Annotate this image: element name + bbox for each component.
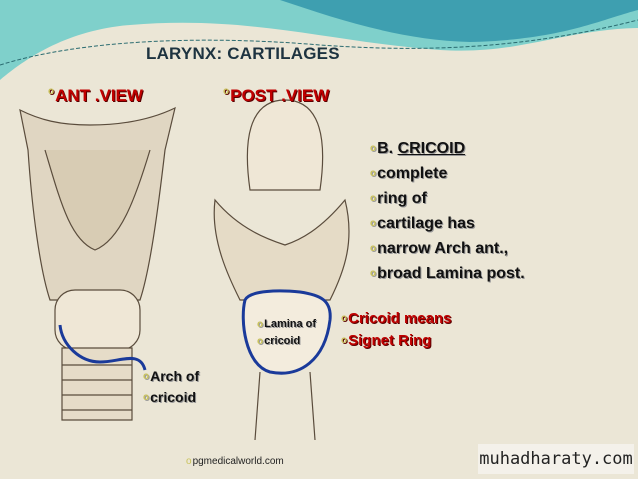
bullet-icon: o (370, 218, 377, 229)
cricoid-heading: oB. CRICOID (370, 136, 525, 161)
bullet-icon: o (370, 243, 377, 254)
list-item-text: ring of (377, 190, 427, 207)
bullet-icon: o (370, 268, 377, 279)
arch-label: oArch of ocricoid (143, 366, 199, 408)
bullet-icon: o (257, 336, 264, 347)
posterior-larynx-illustration (213, 99, 350, 441)
anterior-view-label: oANT .VIEW (48, 86, 143, 106)
bullet-icon: o (257, 319, 264, 330)
bullet-icon: o (341, 313, 348, 324)
lamina-label-text: cricoid (264, 335, 301, 347)
list-item: ocomplete (370, 161, 525, 186)
list-item: obroad Lamina post. (370, 261, 525, 286)
list-item-text: narrow Arch ant., (377, 240, 509, 257)
bullet-icon: o (370, 168, 377, 179)
source-text: pgmedicalworld.com (192, 456, 284, 467)
bullet-icon: o (370, 193, 377, 204)
list-item-text: complete (377, 165, 448, 182)
signet-ring-note: oCricoid means oSignet Ring (341, 308, 451, 352)
watermark: muhadharaty.com (478, 444, 634, 474)
anterior-larynx-illustration (19, 106, 176, 421)
list-item-text: broad Lamina post. (377, 265, 525, 282)
bullet-icon: o (186, 456, 192, 467)
meaning-line: Cricoid means (348, 310, 452, 327)
bullet-icon: o (223, 86, 230, 97)
meaning-line: Signet Ring (348, 332, 432, 349)
bullet-icon: o (370, 143, 377, 154)
list-item: ocartilage has (370, 211, 525, 236)
list-item-text: cartilage has (377, 215, 475, 232)
arch-label-text: Arch of (150, 368, 200, 384)
source-credit: opgmedicalworld.com (186, 456, 284, 467)
heading-prefix: B. (377, 140, 398, 157)
bullet-icon: o (48, 86, 55, 97)
posterior-view-label: oPOST .VIEW (223, 86, 329, 106)
heading-text: CRICOID (397, 140, 466, 157)
anterior-view-text: ANT .VIEW (55, 86, 143, 105)
bullet-icon: o (143, 371, 150, 382)
lamina-label-text: Lamina of (264, 318, 317, 330)
arch-label-text: cricoid (150, 389, 197, 405)
bullet-icon: o (341, 335, 348, 346)
posterior-view-text: POST .VIEW (230, 86, 330, 105)
list-item: oring of (370, 186, 525, 211)
bullet-icon: o (143, 392, 150, 403)
cricoid-description: oB. CRICOID ocomplete oring of ocartilag… (370, 136, 525, 286)
slide-title: LARYNX: CARTILAGES (146, 44, 340, 63)
lamina-label: oLamina of ocricoid (257, 316, 322, 350)
list-item: onarrow Arch ant., (370, 236, 525, 261)
